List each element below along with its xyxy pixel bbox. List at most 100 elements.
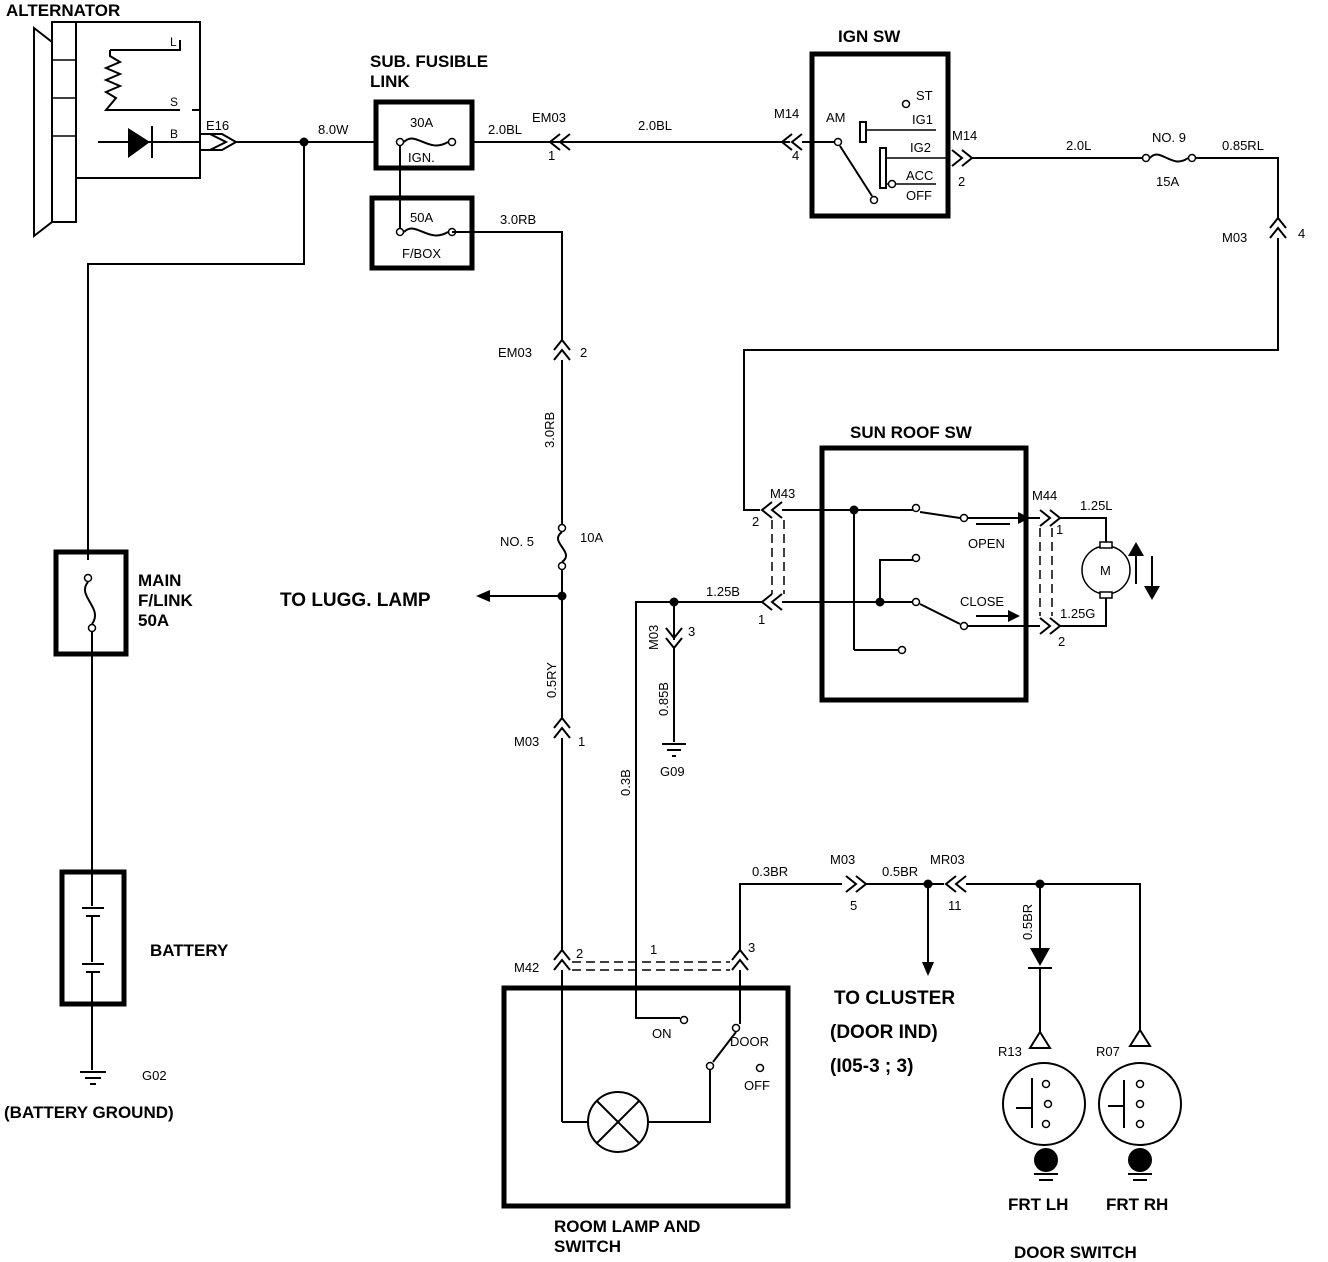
alternator-title: ALTERNATOR <box>6 1 120 20</box>
room-lamp-box <box>501 985 791 1209</box>
to-cluster-line2: (DOOR IND) <box>830 1022 938 1043</box>
connector-mr03-pin: 11 <box>948 898 962 913</box>
ground-g09: G09 <box>660 764 685 779</box>
connector-m43-pin-a: 2 <box>752 514 759 529</box>
ign-sw-title: IGN SW <box>838 27 901 46</box>
alternator-pin-b: B <box>170 127 178 141</box>
connector-m44-pin-a: 1 <box>1056 522 1063 537</box>
room-lamp-switch: ROOM LAMP AND SWITCH M42 2 1 3 ON DOOR O… <box>501 940 791 1256</box>
alternator: ALTERNATOR L S B E16 <box>6 1 239 239</box>
sunroof-open-label: OPEN <box>968 536 1005 551</box>
fuse-no5-icon <box>556 531 568 563</box>
ign-sw-am: AM <box>826 110 846 125</box>
fuse-no9-rating: 15A <box>1156 174 1179 189</box>
connector-m42-pin-b: 1 <box>650 942 657 957</box>
ign-pos-st: ST <box>916 88 933 103</box>
wire-label-3-0rb-b: 3.0RB <box>542 412 557 448</box>
fbox-fuse-rating: 50A <box>410 210 433 225</box>
wire-label-2-0bl-b: 2.0BL <box>638 118 672 133</box>
ground-g09-icon <box>662 743 686 757</box>
connector-mr03: MR03 <box>930 852 965 867</box>
ignition-switch: IGN SW AM ST IG1 IG2 ACC OFF <box>802 27 951 219</box>
wire-label-8-0w: 8.0W <box>318 122 349 137</box>
connector-m42: M42 <box>514 960 539 975</box>
main-link-line3: 50A <box>138 611 169 630</box>
sub-link-title-2: LINK <box>370 72 410 91</box>
fuse-no5-rating: 10A <box>580 530 603 545</box>
alternator-pin-l: L <box>170 35 177 49</box>
wire-label-2-0l: 2.0L <box>1066 138 1091 153</box>
wire-label-3-0rb-a: 3.0RB <box>500 212 536 227</box>
ign-fuse-label: IGN. <box>408 150 435 165</box>
open-switch-blade <box>919 511 961 519</box>
door-diode-icon <box>1030 948 1050 966</box>
ign-pos-off: OFF <box>906 188 932 203</box>
battery: BATTERY <box>59 869 229 1007</box>
connector-m03-left: M03 <box>514 734 539 749</box>
room-lamp-on: ON <box>652 1026 672 1041</box>
motor-down-arrow-icon <box>1144 586 1160 600</box>
wire-label-1-25b: 1.25B <box>706 584 740 599</box>
connector-r13: R13 <box>998 1044 1022 1059</box>
diode-icon <box>128 128 150 158</box>
connector-m42-pin-a: 2 <box>576 946 583 961</box>
sub-link-title-1: SUB. FUSIBLE <box>370 52 488 71</box>
door-switch-rh: R07 FRT RH <box>1096 1028 1182 1214</box>
connector-em03-mid: EM03 <box>498 345 532 360</box>
connector-m44-pin-b: 2 <box>1058 634 1065 649</box>
connector-m03-right-pin: 4 <box>1298 226 1305 241</box>
main-link-line1: MAIN <box>138 571 181 590</box>
connector-em03-top-pin: 1 <box>548 148 555 163</box>
door-switch-lh-body <box>1002 1062 1086 1146</box>
door-switch-lh: R13 FRT LH <box>998 1030 1086 1214</box>
ign-pos-ig2: IG2 <box>910 140 931 155</box>
alternator-pin-s: S <box>170 95 178 109</box>
wire-label-0-85b: 0.85B <box>656 682 671 716</box>
wire-label-0-5ry: 0.5RY <box>544 662 559 698</box>
room-lamp-title-2: SWITCH <box>554 1237 621 1256</box>
ground-g02: G02 <box>142 1068 167 1083</box>
to-cluster-line1: TO CLUSTER <box>834 988 955 1009</box>
connector-em03-top: EM03 <box>532 110 566 125</box>
connector-m14-in: M14 <box>774 106 799 121</box>
connector-e16: E16 <box>206 118 229 133</box>
connector-m03-ground: M03 <box>646 625 661 650</box>
room-lamp-title-1: ROOM LAMP AND <box>554 1217 700 1236</box>
sunroof-box <box>819 445 1029 703</box>
connector-m14-in-pin: 4 <box>792 148 799 163</box>
connector-m44: M44 <box>1032 488 1057 503</box>
door-switch-lh-label: FRT LH <box>1008 1195 1068 1214</box>
connector-m03-left-pin: 1 <box>578 734 585 749</box>
room-lamp-door: DOOR <box>730 1034 769 1049</box>
room-lamp-switch-blade <box>712 1031 737 1063</box>
wire-label-1-25l: 1.25L <box>1080 498 1113 513</box>
connector-m14-out-pin: 2 <box>958 174 965 189</box>
sunroof-switch: SUN ROOF SW M43 2 1 OPEN CLOSE <box>752 423 1160 703</box>
ign-fuse-box <box>373 99 475 171</box>
motor-up-arrow-icon <box>1128 542 1144 556</box>
to-cluster-line3: (I05-3 ; 3) <box>830 1056 913 1077</box>
fuse-element-icon <box>403 137 449 147</box>
wire-door-switch-feed <box>966 883 1141 1030</box>
fuse-no9-icon <box>1149 153 1189 163</box>
sub-fusible-link: SUB. FUSIBLE LINK 30A IGN. 50A F/BOX <box>369 52 488 271</box>
sunroof-title: SUN ROOF SW <box>850 423 973 442</box>
wire-label-0-3br: 0.3BR <box>752 864 788 879</box>
main-link-line2: F/LINK <box>138 591 193 610</box>
connector-m42-pin-c: 3 <box>748 940 755 955</box>
battery-ground-label: (BATTERY GROUND) <box>4 1103 174 1122</box>
wire-feed-sunroof <box>743 238 1279 511</box>
ign-pos-ig1: IG1 <box>912 112 933 127</box>
ign-sw-rotor <box>839 145 873 197</box>
connector-m03-right: M03 <box>1222 230 1247 245</box>
fuse-no9-name: NO. 9 <box>1152 130 1186 145</box>
field-coil-icon <box>103 40 181 111</box>
connector-m03-bottom-pin: 5 <box>850 898 857 913</box>
wire-0-3br <box>739 883 842 950</box>
door-switch-rh-label: FRT RH <box>1106 1195 1168 1214</box>
alternator-body-outline <box>33 25 53 239</box>
main-fusible-link: MAIN F/LINK 50A <box>53 549 193 657</box>
connector-r07: R07 <box>1096 1044 1120 1059</box>
wire-0-85rl <box>1196 157 1279 218</box>
